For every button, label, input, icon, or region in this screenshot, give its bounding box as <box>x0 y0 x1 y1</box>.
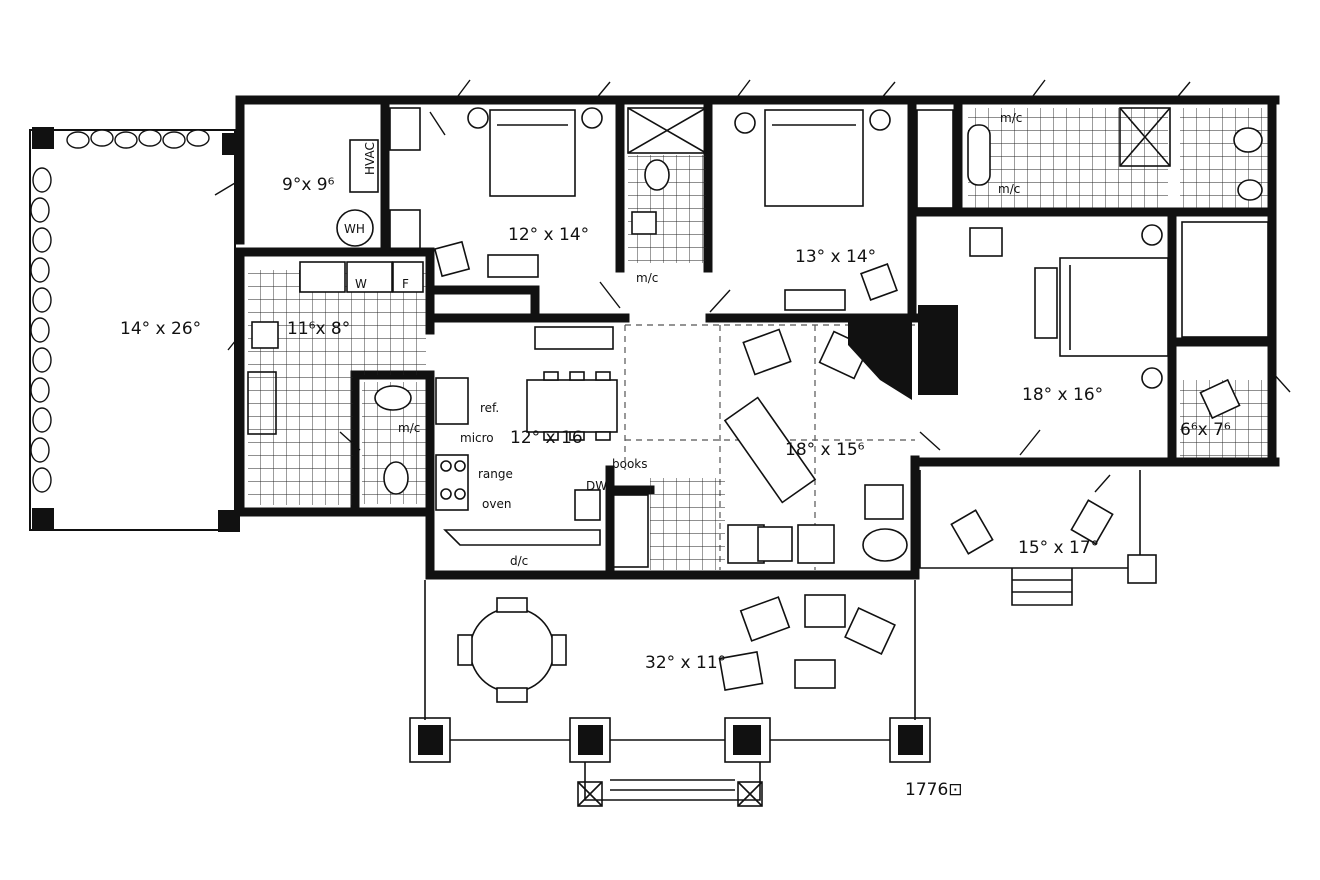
chair <box>457 634 473 666</box>
post <box>1127 554 1157 584</box>
ottoman <box>757 526 793 562</box>
room-label-kitchen: 12° x 16 <box>510 428 583 448</box>
mech-room: HVAC WH 9°x 9⁶ <box>214 107 421 251</box>
side-porch: 15° x 17° <box>919 470 1157 606</box>
bed <box>489 109 576 197</box>
rocker <box>804 594 846 628</box>
room-label-laundry: 11⁶x 8° <box>287 319 350 339</box>
chair <box>496 687 528 703</box>
room-label-closet: 6⁶x 7⁶ <box>1180 420 1231 440</box>
lavatory <box>374 385 412 411</box>
bed <box>1059 257 1169 357</box>
fireplace <box>848 322 912 400</box>
dresser <box>784 289 846 311</box>
mc-label: m/c <box>1000 111 1022 125</box>
side-table <box>864 484 904 520</box>
bedroom-3: 13° x 14° <box>734 109 954 311</box>
toilet <box>644 159 670 191</box>
nightstand <box>1141 367 1163 389</box>
rug <box>862 528 908 562</box>
room-label-master: 18° x 16° <box>1022 385 1103 405</box>
plan-number: 1776⊡ <box>905 780 963 800</box>
toilet <box>1237 179 1263 201</box>
armchair <box>797 524 835 564</box>
mc-label: m/c <box>998 182 1020 196</box>
room-label-mech: 9°x 9⁶ <box>282 175 335 195</box>
books-label: books <box>612 457 648 471</box>
washer <box>299 261 346 293</box>
post <box>218 510 240 532</box>
kitchen: ref. micro range oven DW books d/c 12° x… <box>435 326 648 568</box>
bench <box>1034 267 1058 339</box>
range-label: range <box>478 467 513 481</box>
mc-label: m/c <box>636 271 658 285</box>
great-room: 18° x 15⁶ <box>611 322 915 570</box>
chair <box>1199 378 1241 420</box>
range <box>435 454 469 511</box>
room-label-bedroom-3: 13° x 14° <box>795 247 876 267</box>
dryer <box>392 261 424 293</box>
room-label-bedroom-2: 12° x 14° <box>508 225 589 245</box>
dining-table <box>526 379 618 433</box>
chair <box>496 597 528 613</box>
round-table <box>469 607 555 693</box>
bedroom-2: 12° x 14° <box>433 107 603 278</box>
hvac-unit <box>349 139 379 193</box>
room-label-front-porch: 32° x 11° <box>645 653 726 673</box>
toilet <box>383 461 409 495</box>
dw-label: DW <box>586 479 607 493</box>
house-walls <box>235 95 1280 580</box>
rocker <box>739 596 791 642</box>
sink <box>251 321 279 349</box>
nightstand <box>869 109 891 131</box>
nightstand <box>467 107 489 129</box>
master-suite: m/c m/c 18° x 16° 6⁶x 7⁶ <box>918 107 1269 460</box>
water-heater <box>336 209 374 247</box>
front-porch: 32° x 11° <box>409 580 931 807</box>
lavatory <box>1233 127 1263 153</box>
rocker <box>718 651 764 691</box>
oven-label: oven <box>482 497 511 511</box>
chair <box>551 634 567 666</box>
dryer-label: F <box>402 277 409 291</box>
mc-label: m/c <box>398 421 420 435</box>
chair <box>950 509 994 555</box>
tub <box>967 124 991 186</box>
refrigerator <box>435 377 469 425</box>
chair <box>433 240 471 278</box>
rocker <box>844 606 896 656</box>
nightstand <box>1141 224 1163 246</box>
fireplace <box>918 305 958 395</box>
washer-label: W <box>355 277 367 291</box>
washer <box>346 261 393 293</box>
room-label-garage: 14° x 26° <box>120 319 201 339</box>
door-swings <box>227 79 1291 493</box>
stone-border <box>30 129 210 493</box>
hvac-label: HVAC <box>363 142 377 175</box>
post <box>32 508 54 530</box>
buffet <box>534 326 614 350</box>
sofa <box>723 396 817 504</box>
ref-label: ref. <box>480 401 499 415</box>
post <box>32 127 54 149</box>
chair <box>860 263 898 301</box>
armchair <box>969 227 1003 257</box>
hall-bath: m/c <box>627 107 707 285</box>
armchair <box>742 328 792 376</box>
dresser <box>487 254 539 278</box>
lavatory <box>631 211 657 235</box>
bed <box>764 109 864 207</box>
micro-label: micro <box>460 431 494 445</box>
laundry-room: W F 11⁶x 8° m/c <box>247 261 426 505</box>
room-label-side-porch: 15° x 17° <box>1018 538 1099 558</box>
wh-label: WH <box>344 222 365 236</box>
side-table <box>794 659 836 689</box>
dc-label: d/c <box>510 554 528 568</box>
nightstand <box>581 107 603 129</box>
chair <box>1070 499 1114 545</box>
garage: 14° x 26° <box>29 127 240 532</box>
room-label-great-room: 18° x 15⁶ <box>785 440 865 460</box>
nightstand <box>734 112 756 134</box>
